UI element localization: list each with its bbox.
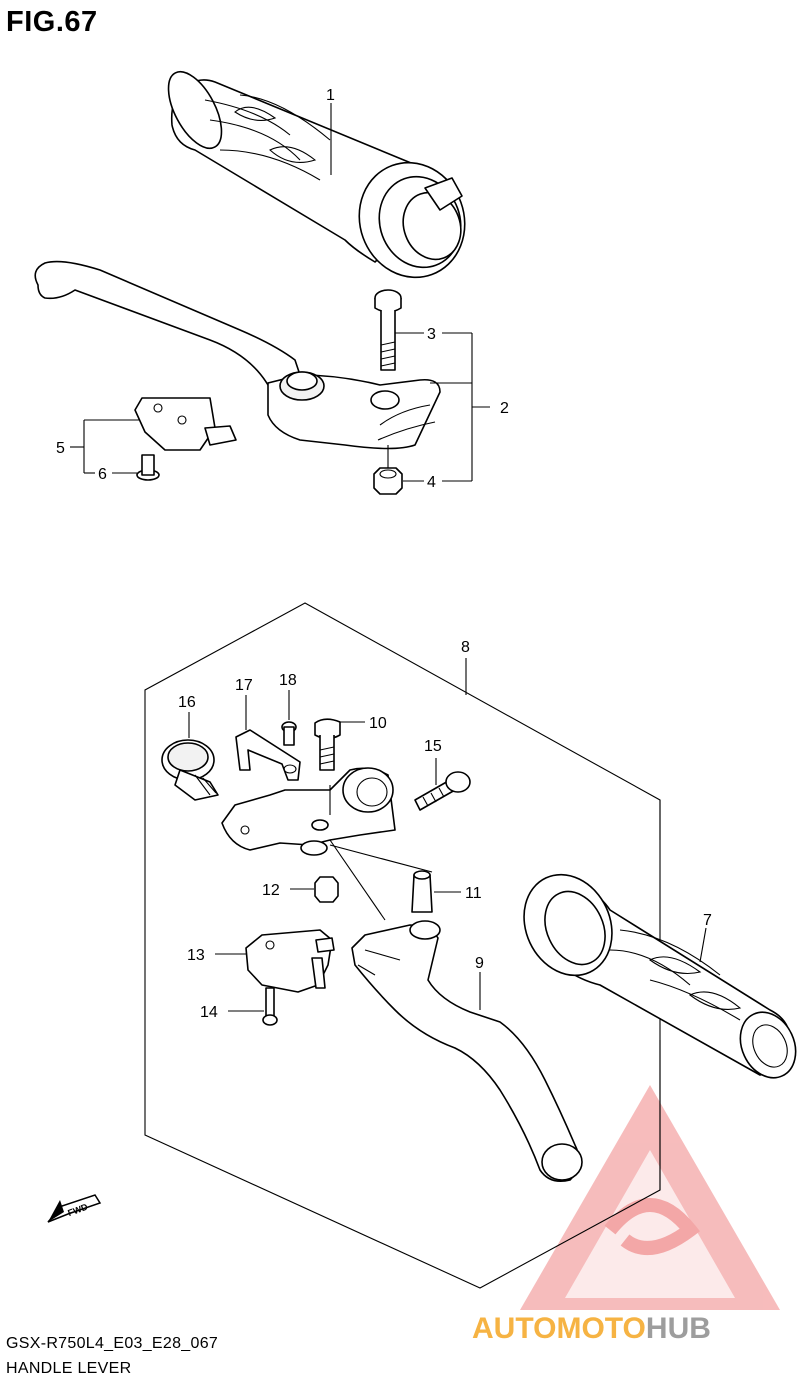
watermark-wordmark: AUTOMOTOHUB: [472, 1312, 711, 1345]
clutch-lever-holder: [221, 767, 396, 856]
watermark-logo: [520, 1085, 780, 1310]
part-13-clutch-switch: [245, 929, 335, 993]
callout-3: 3: [427, 326, 436, 343]
part-10-pivot-bolt: [314, 718, 341, 771]
part-2-brake-lever: [34, 260, 441, 450]
part-3-pivot-bolt: [374, 289, 402, 371]
part-11-bushing: [411, 870, 433, 913]
part-4-nut: [373, 467, 403, 495]
callout-8: 8: [461, 639, 470, 656]
part-15-adjuster-bolt: [414, 771, 471, 811]
callout-18: 18: [279, 672, 297, 689]
part-7-left-grip: [523, 873, 797, 1079]
part-18-small-screw: [281, 721, 297, 746]
diagram-name: HANDLE LEVER: [6, 1360, 132, 1377]
callout-9: 9: [475, 955, 484, 972]
callout-10: 10: [369, 715, 387, 732]
part-14-screw: [262, 987, 278, 1026]
callout-15: 15: [424, 738, 442, 755]
part-6-screw: [136, 454, 160, 481]
figure-title: FIG.67: [6, 6, 98, 38]
callout-1: 1: [326, 87, 335, 104]
callout-16: 16: [178, 694, 196, 711]
callout-6: 6: [98, 466, 107, 483]
watermark-auto-moto: AUTOMOTO: [472, 1312, 646, 1345]
callout-12: 12: [262, 882, 280, 899]
callout-17: 17: [235, 677, 253, 694]
fwd-direction-arrow: FWD: [47, 1194, 102, 1223]
part-16-adjuster-knob: [161, 739, 219, 801]
callout-2: 2: [500, 400, 509, 417]
part-17-bracket: [235, 729, 301, 781]
callout-14: 14: [200, 1004, 218, 1021]
callout-7: 7: [703, 912, 712, 929]
part-1-throttle-grip: [167, 70, 466, 279]
part-5-brake-switch: [134, 397, 237, 451]
part-9-clutch-lever: [351, 920, 583, 1183]
watermark-text: AUTOMOTOHUB: [472, 1312, 711, 1345]
callout-5: 5: [56, 440, 65, 457]
callout-4: 4: [427, 474, 436, 491]
diagram-code: GSX-R750L4_E03_E28_067: [6, 1335, 219, 1352]
callout-labels: 1 2 3 4 5 6 7 8 9 10 11 12 13 14 15 16 1…: [56, 87, 712, 1021]
part-12-nut: [314, 876, 339, 903]
watermark-hub: HUB: [646, 1312, 711, 1345]
callout-11: 11: [465, 885, 482, 902]
lower-leader-lines: [188, 658, 707, 1190]
callout-13: 13: [187, 947, 205, 964]
upper-leader-lines: [70, 103, 490, 482]
